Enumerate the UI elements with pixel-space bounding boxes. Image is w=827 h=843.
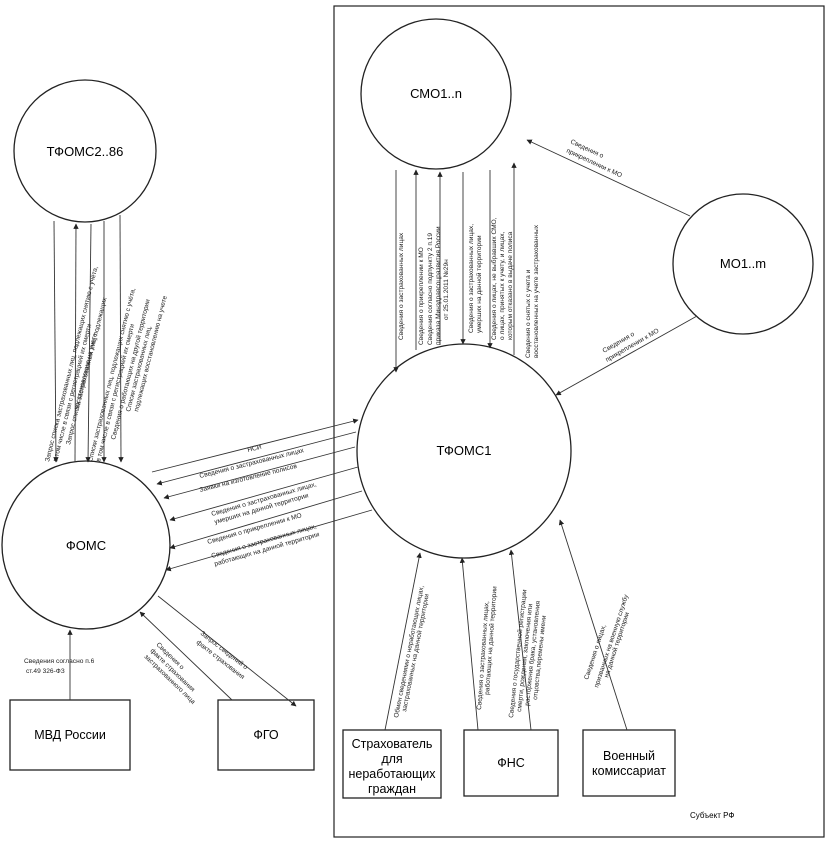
- smo-edge-label-2-2: от 25.01.2011 №29н: [443, 259, 450, 320]
- node-mvd: МВД России: [9, 699, 131, 771]
- edge-line: [165, 509, 373, 572]
- edge-voenkom-tfoms: [558, 519, 628, 731]
- edge-line: [156, 431, 357, 486]
- edges-mo: Сведения о прикреплении к МО Сведения о …: [526, 138, 698, 396]
- smo-edge-label-4-0: Сведения о лицах, не выбравших СМО,: [490, 217, 498, 340]
- edge-fgo-foms: [139, 611, 233, 701]
- edge-line: [151, 418, 359, 473]
- svg-text:ТФОМС2..86: ТФОМС2..86: [47, 144, 124, 159]
- node-tfoms-others: ТФОМС2..86: [13, 79, 157, 223]
- smo-edge-label-2-1: приказа Минздравсоцразвития России: [435, 226, 442, 345]
- node-fns: ФНС: [463, 729, 559, 797]
- smo-edge-label-1: Сведения о прикреплении к МО: [418, 247, 425, 345]
- svg-text:граждан: граждан: [368, 782, 416, 796]
- node-tfoms: ТФОМС1: [356, 343, 572, 559]
- smo-edge-label-2-0: Сведения согласно подпункту 2 п.19: [427, 233, 434, 345]
- edge-foms-fgo: [157, 595, 297, 707]
- mvd-label-1: ст.49 326-ФЗ: [26, 668, 65, 675]
- fgo-label-2: застрахованного лица: [143, 653, 197, 706]
- smo-edge-label-0: Сведения о застрахованных лицах: [398, 232, 405, 340]
- edges-bottom-right: Обмен сведениями о неработающих лицах, з…: [384, 519, 631, 731]
- edge-fns-tfoms-a: [459, 557, 479, 731]
- edge-mo-tfoms: [555, 315, 698, 396]
- edge-strah-tfoms: [384, 552, 422, 731]
- node-foms: ФОМС: [1, 460, 171, 630]
- node-fgo: ФГО: [217, 699, 315, 771]
- node-strahovatel: Страхователь для неработающих граждан: [342, 729, 442, 799]
- node-smo: СМО1..n: [360, 18, 512, 170]
- edge-mo-smo: [526, 139, 691, 217]
- mvd-label-0: Сведения согласно п.6: [24, 658, 95, 665]
- edge-line: [73, 223, 79, 463]
- svg-text:ФНС: ФНС: [497, 756, 525, 770]
- smo-edge-label-4-2: которым отказано в выдаче полиса: [507, 231, 514, 340]
- edges-smo-tfoms: Сведения о застрахованных лицах Сведения…: [393, 162, 540, 373]
- edge-line: [53, 220, 59, 463]
- node-mo: МО1..m: [672, 193, 814, 335]
- smo-edge-label-3-0: Сведения о застрахованных лицах,: [468, 224, 475, 333]
- svg-text:Военный: Военный: [603, 749, 655, 763]
- smo-edge-label-5-1: восстановленных на учете застрахованных: [533, 224, 540, 358]
- edge-line: [163, 446, 356, 500]
- svg-text:ФОМС: ФОМС: [66, 538, 106, 553]
- smo-edge-label-4-1: о лицах, принятых к учету, и лицах,: [499, 231, 506, 340]
- edge-fns-tfoms-b: [508, 549, 532, 731]
- node-voenkom: Военный комиссариат: [582, 729, 676, 797]
- subject-rf-label: Субъект РФ: [690, 811, 734, 820]
- tf-edge-label-0: НСИ: [247, 444, 263, 454]
- svg-text:ФГО: ФГО: [253, 728, 279, 742]
- edge-line: [169, 466, 359, 522]
- smo-edge-label-5-0: Сведения о снятых с учета и: [525, 269, 532, 358]
- edges-foms-tfoms-others: Запрос списка застрахованных лиц, подлеж…: [44, 214, 169, 463]
- svg-text:МО1..m: МО1..m: [720, 256, 766, 271]
- svg-text:СМО1..n: СМО1..n: [410, 86, 462, 101]
- smo-edge-label-3-1: умерших на данной территории: [475, 235, 483, 333]
- svg-text:для: для: [381, 752, 402, 766]
- svg-text:ТФОМС1: ТФОМС1: [437, 443, 492, 458]
- svg-text:неработающих: неработающих: [348, 767, 436, 781]
- edge-line: [85, 223, 92, 463]
- svg-text:МВД России: МВД России: [34, 728, 106, 742]
- svg-text:Страхователь: Страхователь: [352, 737, 433, 751]
- edge-line: [118, 214, 124, 463]
- svg-text:комиссариат: комиссариат: [592, 764, 666, 778]
- subject-rf-region: [333, 5, 825, 838]
- edges-tfoms-foms: НСИ Сведения о застрахованных лицах Заяв…: [151, 418, 373, 572]
- edge-line: [169, 490, 363, 550]
